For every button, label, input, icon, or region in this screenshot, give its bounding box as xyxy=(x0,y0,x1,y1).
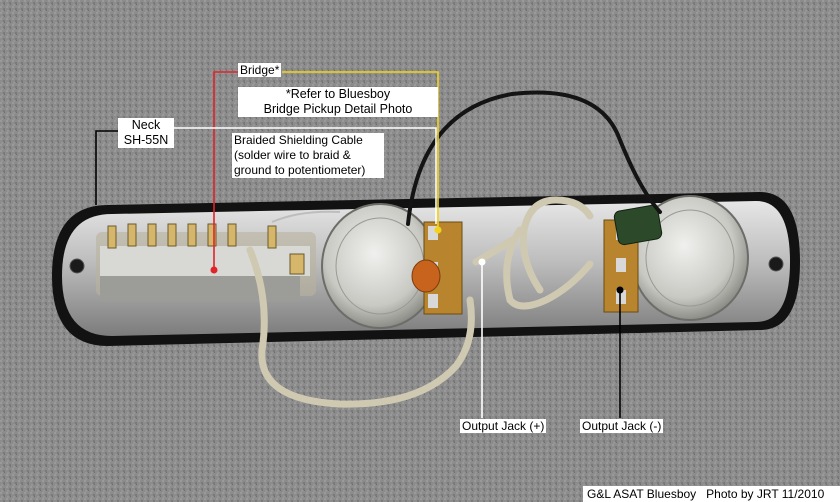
capacitor-icon xyxy=(613,204,663,246)
braided-leader-line xyxy=(172,127,437,224)
annotation-lines xyxy=(95,71,624,418)
bridge-leader-dot xyxy=(210,266,218,274)
output-jack-positive-label: Output Jack (+) xyxy=(460,419,547,433)
black-wire xyxy=(406,90,662,226)
caption-title: G&L ASAT Bluesboy xyxy=(587,487,697,501)
neck-label-line2: SH-55N xyxy=(123,133,169,147)
refer-leader-line xyxy=(282,71,439,228)
neck-label-line1: Neck xyxy=(131,118,161,132)
neck-label: Neck SH-55N xyxy=(118,118,174,148)
photo-caption: G&L ASAT Bluesboy Photo by JRT 11/2010 xyxy=(583,486,840,502)
jack-positive-dot xyxy=(478,258,486,266)
plate-screw-hole-left xyxy=(69,258,85,274)
neck-leader-line xyxy=(95,130,120,205)
plate-screw-hole-right xyxy=(768,256,784,272)
output-jack-negative-label: Output Jack (-) xyxy=(580,419,664,433)
output-jack-negative-text: Output Jack (-) xyxy=(582,419,662,433)
braided-label-line1: Braided Shielding Cable xyxy=(234,133,363,147)
refer-leader-dot xyxy=(434,226,442,234)
capacitor-icon xyxy=(411,259,441,293)
switch-icon xyxy=(96,223,316,302)
braided-cable-label: Braided Shielding Cable (solder wire to … xyxy=(232,133,384,178)
caption-credit: Photo by JRT 11/2010 xyxy=(706,487,825,501)
braided-label-line3: ground to potentiometer) xyxy=(234,163,366,177)
refer-label: *Refer to Bluesboy Bridge Pickup Detail … xyxy=(238,87,438,117)
braided-label-line2: (solder wire to braid & xyxy=(234,148,351,162)
braided-wire xyxy=(271,210,341,223)
potentiometer-icon xyxy=(321,203,463,329)
jack-negative-dot xyxy=(616,286,624,294)
bridge-label-text: Bridge* xyxy=(240,63,280,77)
refer-label-line2: Bridge Pickup Detail Photo xyxy=(263,102,413,116)
refer-label-line1: *Refer to Bluesboy xyxy=(285,87,391,101)
bridge-label: Bridge* xyxy=(238,63,282,77)
bridge-leader-line xyxy=(213,71,240,270)
output-jack-positive-text: Output Jack (+) xyxy=(462,419,545,433)
